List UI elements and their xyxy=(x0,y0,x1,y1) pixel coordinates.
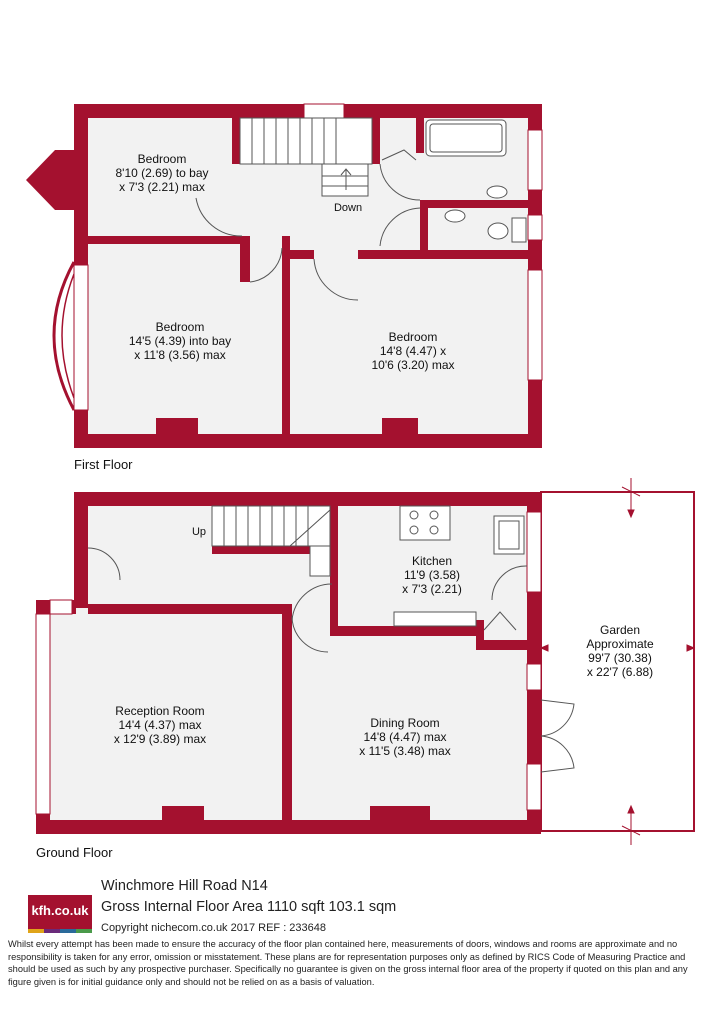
room-dimension: 14'8 (4.47) max xyxy=(363,730,447,744)
ground-floor-doors xyxy=(87,547,528,653)
first-floor-stairs xyxy=(239,117,373,197)
room-dimension: x 11'8 (3.56) max xyxy=(134,348,226,362)
room-dimension: x 7'3 (2.21) max xyxy=(119,180,205,194)
first-floor-walls xyxy=(26,104,542,448)
copyright: Copyright nichecom.co.uk 2017 REF : 2336… xyxy=(101,922,327,934)
ground-floor-title: Ground Floor xyxy=(36,845,113,860)
property-address: Winchmore Hill Road N14 xyxy=(101,878,268,894)
room-name: Bedroom xyxy=(155,320,205,334)
room-dimension: 14'5 (4.39) into bay xyxy=(128,334,232,348)
garden-outline xyxy=(540,491,695,832)
first-floor-doors xyxy=(195,149,421,301)
room-dimension: 14'4 (4.37) max xyxy=(118,718,202,732)
room-label-dining-room: Dining Room 14'8 (4.47) max x 11'5 (3.48… xyxy=(330,716,480,758)
room-dimension: 99'7 (30.38) xyxy=(588,651,652,665)
stairs-up-label: Up xyxy=(191,526,207,538)
logo-stripe xyxy=(76,929,92,933)
bay-window xyxy=(52,261,76,411)
room-dimension: x 11'5 (3.48) max xyxy=(359,744,451,758)
french-doors xyxy=(540,699,575,773)
room-name: Reception Room xyxy=(115,704,205,718)
logo-stripe xyxy=(28,929,44,933)
room-dimension: x 22'7 (6.88) xyxy=(586,665,654,679)
logo-stripe xyxy=(60,929,76,933)
room-dimension: 8'10 (2.69) to bay xyxy=(115,166,209,180)
room-dimension: x 12'9 (3.89) max xyxy=(113,732,207,746)
garden-dimension-arrows xyxy=(539,478,696,845)
ground-floor-plan xyxy=(35,478,696,845)
room-label-bedroom-2: Bedroom 14'5 (4.39) into bay x 11'8 (3.5… xyxy=(100,320,260,362)
logo-stripe xyxy=(44,929,60,933)
room-label-reception-room: Reception Room 14'4 (4.37) max x 12'9 (3… xyxy=(80,704,240,746)
room-dimension: x 7'3 (2.21) xyxy=(402,582,462,596)
disclaimer: Whilst every attempt has been made to en… xyxy=(8,939,688,987)
first-floor-windows xyxy=(73,103,543,411)
room-label-bedroom-1: Bedroom 8'10 (2.69) to bay x 7'3 (2.21) … xyxy=(92,152,232,194)
room-name: Kitchen xyxy=(411,554,453,568)
kitchen-fixtures xyxy=(393,505,525,627)
room-dimension: 11'9 (3.58) xyxy=(403,568,461,582)
bathroom-fixtures xyxy=(425,119,527,243)
room-dimension: Approximate xyxy=(586,637,654,651)
room-dimension: 14'8 (4.47) x xyxy=(379,344,447,358)
floor-area: Gross Internal Floor Area 1110 sqft 103.… xyxy=(101,899,397,915)
first-floor-title: First Floor xyxy=(74,457,133,472)
room-name: Dining Room xyxy=(370,716,440,730)
room-label-garden: Garden Approximate 99'7 (30.38) x 22'7 (… xyxy=(560,623,680,679)
room-name: Bedroom xyxy=(388,330,438,344)
first-floor-plan xyxy=(26,103,543,448)
ground-floor-stairs xyxy=(211,505,331,577)
room-name: Garden xyxy=(599,623,641,637)
stairs-down-label: Down xyxy=(333,202,363,214)
room-name: Bedroom xyxy=(137,152,187,166)
room-label-bedroom-3: Bedroom 14'8 (4.47) x 10'6 (3.20) max xyxy=(338,330,488,372)
room-label-kitchen: Kitchen 11'9 (3.58) x 7'3 (2.21) xyxy=(360,554,504,596)
logo-text: kfh.co.uk xyxy=(31,903,89,918)
room-dimension: 10'6 (3.20) max xyxy=(371,358,455,372)
kfh-logo: kfh.co.uk xyxy=(28,895,92,933)
ground-floor-windows xyxy=(35,511,542,815)
